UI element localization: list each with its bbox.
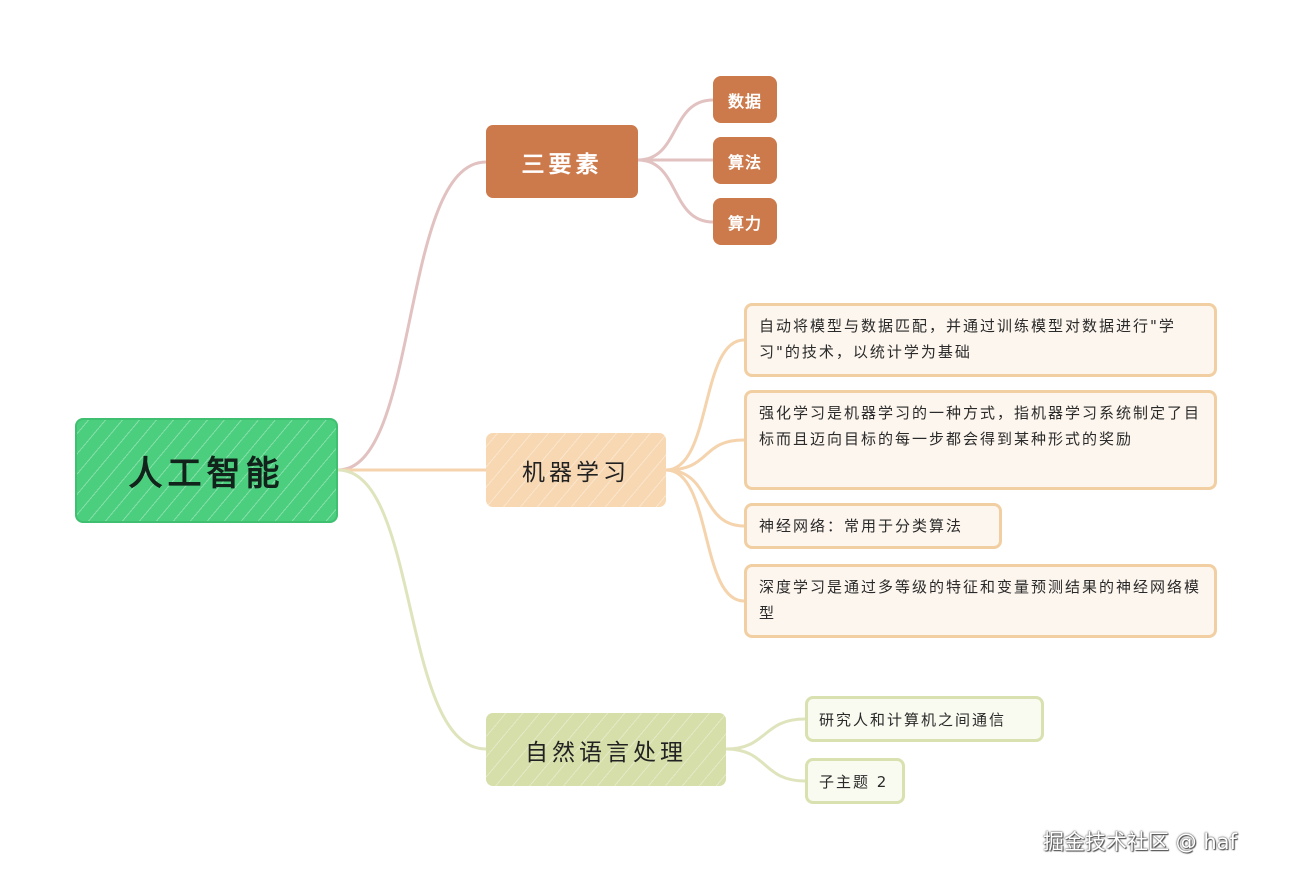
link-root-to-sanyaosu xyxy=(336,160,488,472)
branch-topic-label: 机器学习 xyxy=(522,460,630,486)
subtopic-label: 神经网络：常用于分类算法 xyxy=(759,517,964,535)
link-sanyaosu-to-suanli xyxy=(636,158,715,224)
subtopic-label: 子主题 2 xyxy=(819,772,889,791)
branch-topic-jiqixuexi[interactable]: 机器学习 xyxy=(486,433,666,507)
link-jiqixuexi-to-detail-3 xyxy=(664,468,746,528)
link-ziranyuyan-to-detail-1 xyxy=(724,717,807,751)
root-topic[interactable]: 人工智能 xyxy=(75,418,338,523)
link-sanyaosu-to-shuju xyxy=(636,98,715,162)
subtopic-label: 算力 xyxy=(727,213,762,233)
link-jiqixuexi-to-detail-1 xyxy=(664,338,746,472)
watermark-text: 掘金技术社区 @ haf xyxy=(1043,830,1237,854)
subtopic-suanfa[interactable]: 算法 xyxy=(713,137,777,184)
subtopic-suanli[interactable]: 算力 xyxy=(713,198,777,245)
link-jiqixuexi-to-detail-2 xyxy=(664,438,746,472)
branch-topic-ziranyuyanchuli[interactable]: 自然语言处理 xyxy=(486,713,726,786)
subtopic-deep-learning[interactable]: 深度学习是通过多等级的特征和变量预测结果的神经网络模型 xyxy=(744,564,1217,638)
subtopic-neural-network[interactable]: 神经网络：常用于分类算法 xyxy=(744,503,1002,549)
branch-topic-label: 三要素 xyxy=(521,151,603,178)
root-topic-label: 人工智能 xyxy=(128,454,285,494)
link-root-to-ziranyuyan xyxy=(336,468,488,751)
subtopic-subtopic-2[interactable]: 子主题 2 xyxy=(805,758,905,804)
subtopic-label: 算法 xyxy=(727,152,762,172)
subtopic-label: 研究人和计算机之间通信 xyxy=(819,710,1007,729)
subtopic-label: 深度学习是通过多等级的特征和变量预测结果的神经网络模型 xyxy=(759,578,1202,622)
link-ziranyuyan-to-detail-2 xyxy=(724,747,807,783)
subtopic-label: 自动将模型与数据匹配，并通过训练模型对数据进行"学习"的技术，以统计学为基础 xyxy=(759,317,1176,361)
subtopic-reinforcement-learning[interactable]: 强化学习是机器学习的一种方式，指机器学习系统制定了目标而且迈向目标的每一步都会得… xyxy=(744,390,1217,490)
subtopic-label: 数据 xyxy=(727,91,762,111)
branch-topic-label: 自然语言处理 xyxy=(525,739,687,766)
branch-topic-sanyaosu[interactable]: 三要素 xyxy=(486,125,638,198)
link-jiqixuexi-to-detail-4 xyxy=(664,468,746,603)
subtopic-shuju[interactable]: 数据 xyxy=(713,76,777,123)
subtopic-machine-learning-definition[interactable]: 自动将模型与数据匹配，并通过训练模型对数据进行"学习"的技术，以统计学为基础 xyxy=(744,303,1217,377)
subtopic-label: 强化学习是机器学习的一种方式，指机器学习系统制定了目标而且迈向目标的每一步都会得… xyxy=(759,404,1202,448)
subtopic-human-computer-communication[interactable]: 研究人和计算机之间通信 xyxy=(805,696,1044,742)
